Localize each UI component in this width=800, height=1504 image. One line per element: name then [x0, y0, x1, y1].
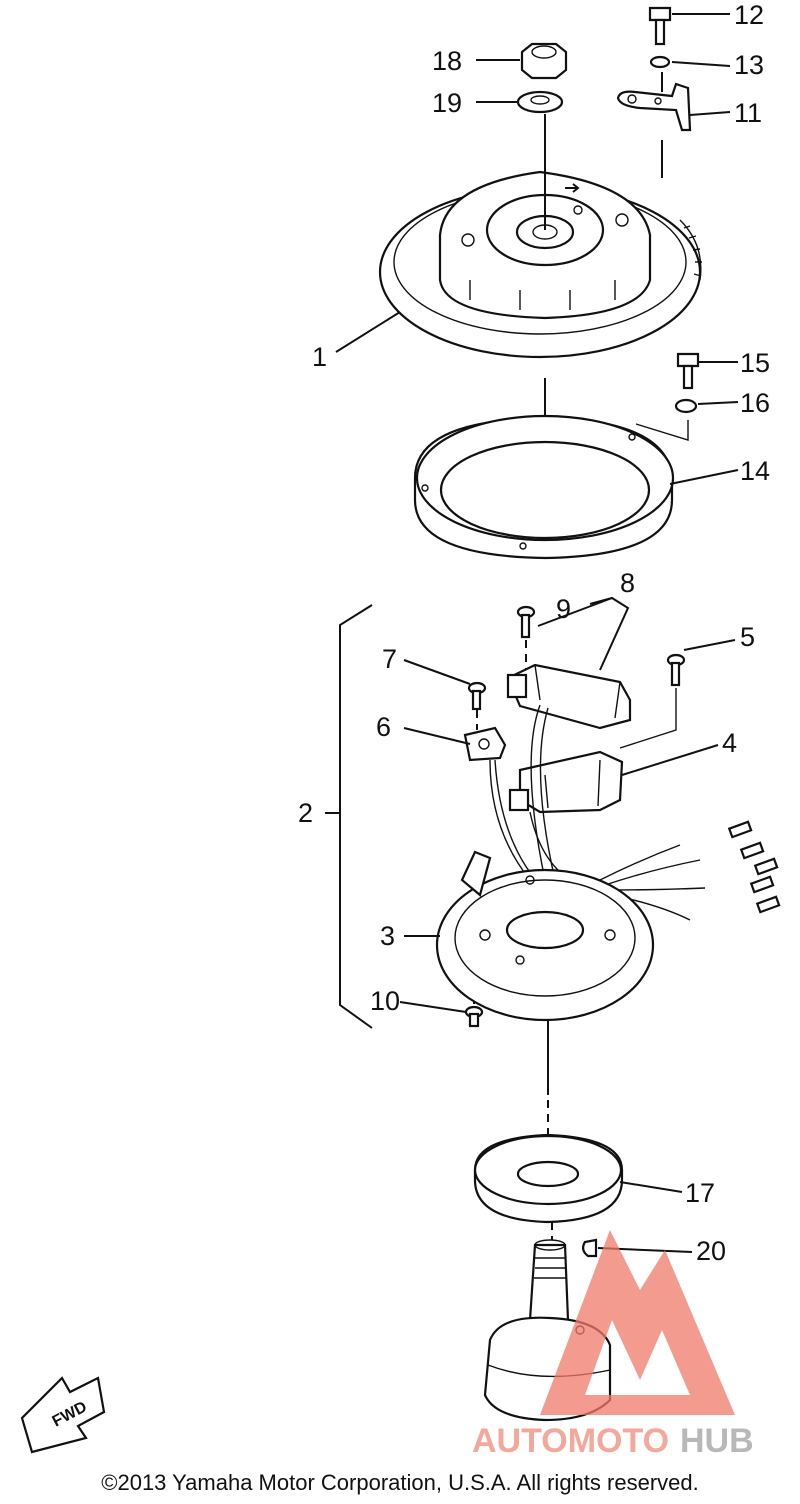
callout-4: 4	[722, 728, 737, 758]
callout-1: 1	[312, 342, 327, 372]
wire-connectors	[727, 820, 781, 914]
washer-part-19	[516, 90, 564, 114]
flywheel-part-1	[378, 170, 702, 359]
callout-11: 11	[734, 98, 762, 128]
callout-2: 2	[298, 798, 313, 828]
screw-part-10	[464, 1005, 484, 1028]
screw-part-9	[516, 605, 536, 639]
callout-15: 15	[740, 348, 770, 378]
washer-part-13	[649, 55, 671, 69]
timing-pointer-part-11	[616, 82, 692, 132]
watermark-text-automoto: AUTOMOTO	[472, 1422, 669, 1460]
ring-plate-part-14	[413, 414, 675, 560]
watermark-text-hub: HUB	[680, 1422, 754, 1460]
pulser-coil-part-6	[463, 726, 507, 762]
screw-part-7	[467, 681, 487, 711]
assembly-bracket-2	[339, 604, 373, 1029]
callout-3: 3	[380, 921, 395, 951]
callout-8: 8	[620, 568, 635, 598]
thrust-washer-part-17	[473, 1133, 624, 1224]
callout-9: 9	[556, 594, 571, 624]
washer-part-16	[674, 398, 698, 414]
bolt-part-12	[648, 6, 672, 46]
callout-10: 10	[370, 986, 400, 1016]
charge-coil-part-4	[508, 750, 624, 814]
callout-19: 19	[432, 88, 462, 118]
fwd-arrow-icon: FWD	[20, 1376, 106, 1454]
callout-6: 6	[376, 712, 391, 742]
woodruff-key-part-20	[581, 1238, 598, 1258]
callout-17: 17	[685, 1178, 715, 1208]
callout-18: 18	[432, 46, 462, 76]
automotohub-logo	[540, 1230, 735, 1415]
callout-7: 7	[382, 644, 397, 674]
callout-20: 20	[696, 1236, 726, 1266]
nut-part-18	[520, 42, 568, 80]
bolt-part-15	[676, 352, 700, 390]
callout-13: 13	[734, 50, 764, 80]
charge-coil-part-8	[506, 663, 632, 730]
screw-part-5	[666, 653, 686, 687]
callout-12: 12	[734, 0, 764, 30]
callout-5: 5	[740, 622, 755, 652]
stator-base-plate-part-3	[435, 850, 655, 1022]
callout-16: 16	[740, 388, 770, 418]
copyright-notice: ©2013 Yamaha Motor Corporation, U.S.A. A…	[101, 1470, 698, 1495]
callout-14: 14	[740, 456, 770, 486]
